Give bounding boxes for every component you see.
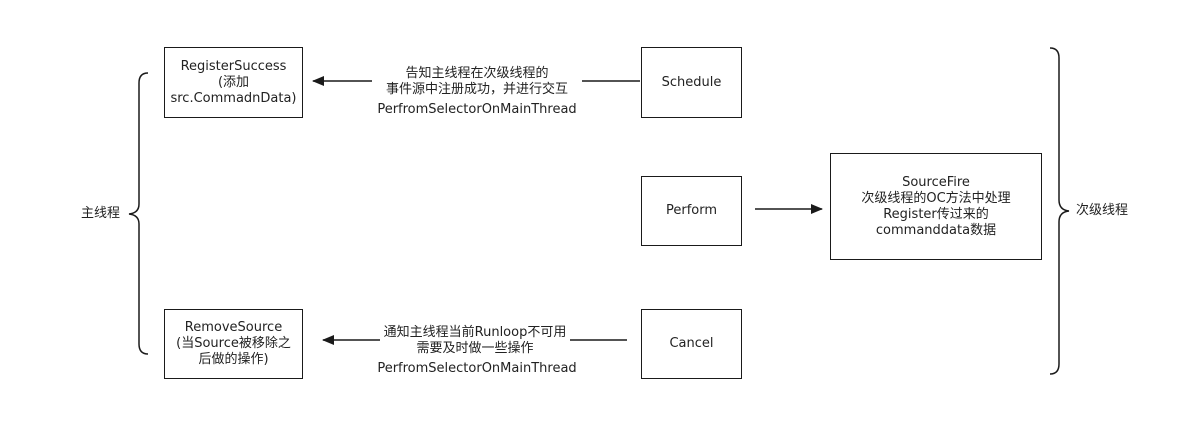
- node-text: src.CommadnData): [170, 90, 297, 106]
- node-text: 后做的操作): [198, 352, 269, 367]
- method-name: PerfromSelectorOnMainThread: [377, 102, 577, 117]
- node-text: (添加: [217, 74, 250, 90]
- node-schedule: Schedule: [641, 47, 742, 118]
- main-thread-label: 主线程: [81, 206, 121, 221]
- secondary-thread-brace: [1049, 47, 1070, 375]
- main-thread-brace: [128, 72, 149, 355]
- node-text: RemoveSource: [184, 320, 283, 335]
- edge-label-line: 告知主线程在次级线程的: [405, 66, 549, 81]
- node-text: RegisterSuccess: [180, 58, 287, 74]
- node-text: Schedule: [661, 74, 722, 90]
- secondary-thread-label: 次级线程: [1076, 203, 1129, 218]
- edge-label-line: 通知主线程当前Runloop不可用: [383, 325, 567, 340]
- node-text: Perform: [665, 203, 718, 218]
- node-cancel: Cancel: [641, 309, 742, 379]
- node-text: (当Source被移除之: [176, 336, 291, 351]
- method-name: PerfromSelectorOnMainThread: [377, 361, 577, 376]
- edge-method-cancel-to-remove: PerfromSelectorOnMainThread: [372, 361, 582, 377]
- node-source-fire: SourceFire 次级线程的OC方法中处理 Register传过来的 com…: [830, 153, 1042, 260]
- edge-label-cancel-to-remove: 通知主线程当前Runloop不可用 需要及时做一些操作: [380, 325, 570, 357]
- node-text: Register传过来的: [883, 206, 989, 222]
- edge-label-schedule-to-register: 告知主线程在次级线程的 事件源中注册成功，并进行交互: [372, 66, 582, 98]
- node-text: SourceFire: [902, 174, 970, 190]
- edge-label-line: 需要及时做一些操作: [416, 341, 534, 356]
- node-perform: Perform: [641, 176, 742, 246]
- edge-method-schedule-to-register: PerfromSelectorOnMainThread: [372, 102, 582, 118]
- node-remove-source: RemoveSource (当Source被移除之 后做的操作): [164, 309, 303, 379]
- edge-label-line: 事件源中注册成功，并进行交互: [385, 82, 568, 97]
- node-text: 次级线程的OC方法中处理: [861, 190, 1011, 206]
- node-text: Cancel: [669, 336, 714, 351]
- node-register-success: RegisterSuccess (添加 src.CommadnData): [164, 47, 303, 118]
- node-text: commanddata数据: [875, 222, 997, 238]
